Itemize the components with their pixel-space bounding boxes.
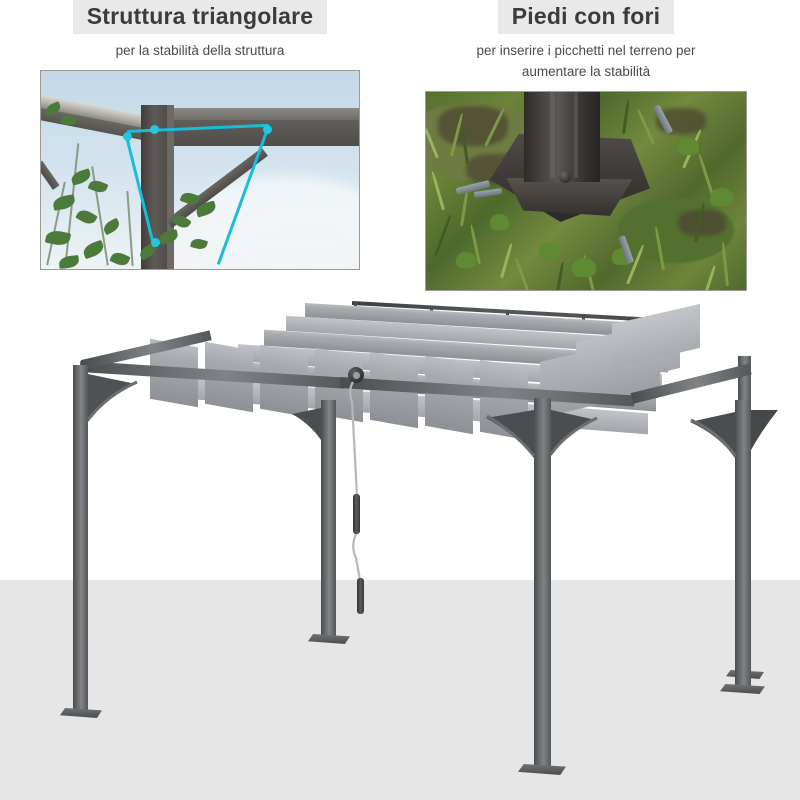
clover-leaf xyxy=(538,241,560,260)
triangle-annotation-vertex xyxy=(123,131,132,141)
triangle-annotation-vertex xyxy=(263,124,272,134)
cord-handle-upper[interactable] xyxy=(353,494,360,534)
pergola-post-back-center xyxy=(321,400,336,640)
feature-subtitle-piedi: per inserire i picchetti nel terreno per… xyxy=(425,41,747,83)
corner-brace xyxy=(88,374,136,422)
pergola-foot-column-ridge xyxy=(550,91,555,178)
feature-panel-piedi-con-fori: Piedi con fori per inserire i picchetti … xyxy=(425,0,747,291)
feature-subtitle-line-2: aumentare la stabilità xyxy=(521,63,651,79)
pergola-base-plate xyxy=(518,764,566,775)
pergola-post-edge xyxy=(167,104,174,269)
clover-leaf xyxy=(572,257,596,277)
clover-leaf xyxy=(490,213,509,230)
canopy-fabric-panel xyxy=(480,359,528,441)
pergola-base-plate xyxy=(720,684,765,694)
feature-title-text: Piedi con fori xyxy=(497,0,675,34)
corner-brace xyxy=(86,380,138,421)
triangle-annotation-vertex xyxy=(150,124,159,134)
cord-handle-lower[interactable] xyxy=(357,578,364,614)
pergola-base-plate xyxy=(60,708,102,718)
pergola-foot-stakes-photo xyxy=(425,90,747,291)
clover-leaf xyxy=(678,137,699,155)
clover-leaf xyxy=(710,187,733,206)
pergola-foot-base-bevel xyxy=(506,177,633,216)
pergola-base-plate xyxy=(308,634,350,644)
cloud-shape xyxy=(231,210,359,269)
pergola-post-right xyxy=(735,400,751,690)
pergola-render xyxy=(0,290,800,800)
pull-cord xyxy=(352,531,362,581)
pergola-corner-brace-photo xyxy=(40,69,360,270)
ground-surface xyxy=(0,580,800,800)
pergola-foot-bolt xyxy=(559,170,571,183)
corner-brace xyxy=(751,410,778,450)
canopy-clip xyxy=(353,372,360,379)
feature-title-text: Struttura triangolare xyxy=(72,0,328,34)
corner-brace xyxy=(690,412,735,458)
feature-subtitle-struttura: per la stabilità della struttura xyxy=(115,43,285,58)
triangle-annotation-vertex xyxy=(151,237,160,247)
pergola-post-front-center xyxy=(534,398,551,770)
pergola-post-left xyxy=(73,365,88,715)
soil-patch xyxy=(438,105,508,146)
clover-leaf xyxy=(456,251,476,268)
feature-title-piedi: Piedi con fori xyxy=(425,0,747,34)
feature-subtitle-line-1: per inserire i picchetti nel terreno per xyxy=(476,43,696,58)
feature-panel-struttura-triangolare: Struttura triangolare per la stabilità d… xyxy=(40,0,360,270)
corner-brace xyxy=(690,418,737,457)
pergola-foot-column-ridge xyxy=(574,91,578,178)
pergola-foot-column xyxy=(524,91,600,182)
pergola-top-beam xyxy=(145,107,359,120)
feature-title-struttura: Struttura triangolare xyxy=(40,0,360,34)
